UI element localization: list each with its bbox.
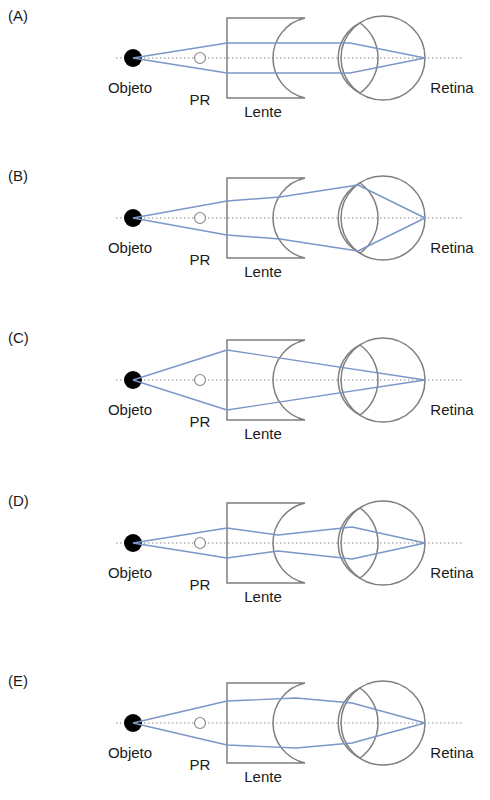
panel-letter: (A) (8, 8, 28, 23)
eye-lens-setup (116, 16, 462, 100)
lens-label: Lente (244, 264, 282, 279)
lens-label: Lente (244, 589, 282, 604)
eye-lens-setup (116, 501, 462, 585)
object-label: Objeto (108, 402, 152, 417)
object-label: Objeto (108, 240, 152, 255)
object-label: Objeto (108, 80, 152, 95)
lens-label: Lente (244, 104, 282, 119)
retina-label: Retina (430, 80, 473, 95)
retina-label: Retina (430, 565, 473, 580)
panel-letter: (B) (8, 168, 28, 183)
far-point-label: PR (190, 414, 211, 429)
retina-label: Retina (430, 745, 473, 760)
object-label: Objeto (108, 565, 152, 580)
far-point-label: PR (190, 757, 211, 772)
object-label: Objeto (108, 745, 152, 760)
eye-lens-setup (116, 176, 462, 260)
eye-lens-setup (116, 681, 462, 765)
panel-letter: (C) (8, 330, 29, 345)
retina-label: Retina (430, 240, 473, 255)
retina-label: Retina (430, 402, 473, 417)
light-rays (133, 350, 425, 410)
far-point-label: PR (190, 92, 211, 107)
eye-lens-setup (116, 338, 462, 422)
panel-letter: (E) (8, 673, 28, 688)
lens-label: Lente (244, 769, 282, 784)
light-rays (133, 185, 425, 251)
light-rays (133, 43, 425, 73)
light-rays (133, 698, 425, 748)
far-point-label: PR (190, 252, 211, 267)
far-point-label: PR (190, 577, 211, 592)
light-rays (133, 527, 425, 559)
lens-label: Lente (244, 426, 282, 441)
panel-letter: (D) (8, 493, 29, 508)
